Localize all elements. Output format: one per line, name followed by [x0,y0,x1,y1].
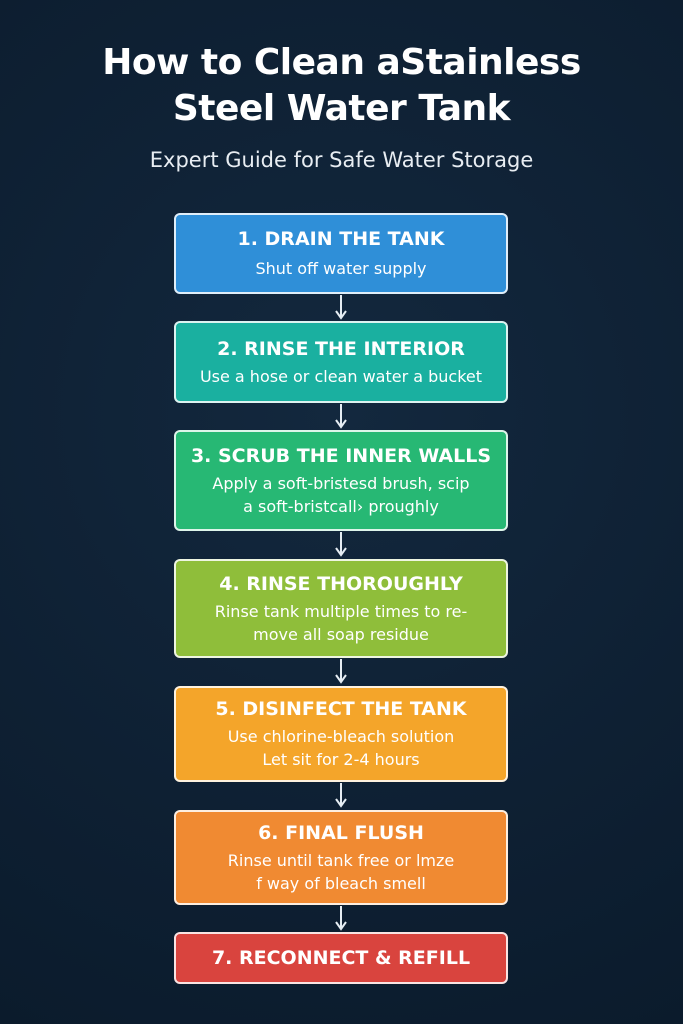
step-6-title: 6. FINAL FLUSH [258,821,424,844]
step-4-desc-line-2: move all soap residue [253,624,429,644]
arrow-down-icon [335,659,347,684]
arrow-down-icon [335,532,347,557]
step-3-desc-line-1: Apply a soft-bristesd brush, scip [212,473,470,493]
arrow-down-icon [335,295,347,320]
step-3-card: 3. SCRUB THE INNER WALLS Apply a soft-br… [174,430,508,531]
step-4-desc-line-1: Rinse tank multiple times to re- [214,601,468,621]
step-6-desc-line-2: f way of bleach smell [256,873,426,893]
step-3-title: 3. SCRUB THE INNER WALLS [190,444,492,467]
step-7-card: 7. RECONNECT & REFILL [174,932,508,984]
arrow-down-icon [335,783,347,808]
title-line-2: Steel Water Tank [172,88,511,129]
step-1-card: 1. DRAIN THE TANK Shut off water supply [174,213,508,294]
page-title: How to Clean aStainless Steel Water Tank [0,40,683,132]
step-6-desc-line-1: Rinse until tank free or lmze [227,850,455,870]
title-line-1: How to Clean aStainless [102,42,581,83]
step-2-card: 2. RINSE THE INTERIOR Use a hose or clea… [174,321,508,403]
step-5-title: 5. DISINFECT THE TANK [215,698,467,720]
page-subtitle: Expert Guide for Safe Water Storage [149,148,534,172]
step-5-card: 5. DISINFECT THE TANK Use chlorine-bleac… [174,686,508,782]
step-3-desc-line-2: a soft-bristcall› proughly [243,496,439,516]
arrow-down-icon [335,404,347,429]
step-1-desc-line-1: Shut off water supply [255,259,427,278]
step-2-title: 2. RINSE THE INTERIOR [217,337,465,360]
step-7-title: 7. RECONNECT & REFILL [211,947,471,969]
step-4-title: 4. RINSE THOROUGHLY [219,572,463,595]
step-5-desc-line-1: Use chlorine-bleach solution [227,727,455,746]
step-4-card: 4. RINSE THOROUGHLY Rinse tank multiple … [174,559,508,658]
arrow-down-icon [335,906,347,931]
step-2-desc-line-1: Use a hose or clean water a bucket [199,366,483,386]
step-6-card: 6. FINAL FLUSH Rinse until tank free or … [174,810,508,905]
step-1-title: 1. DRAIN THE TANK [237,228,445,250]
step-5-desc-line-2: Let sit for 2-4 hours [262,750,420,769]
